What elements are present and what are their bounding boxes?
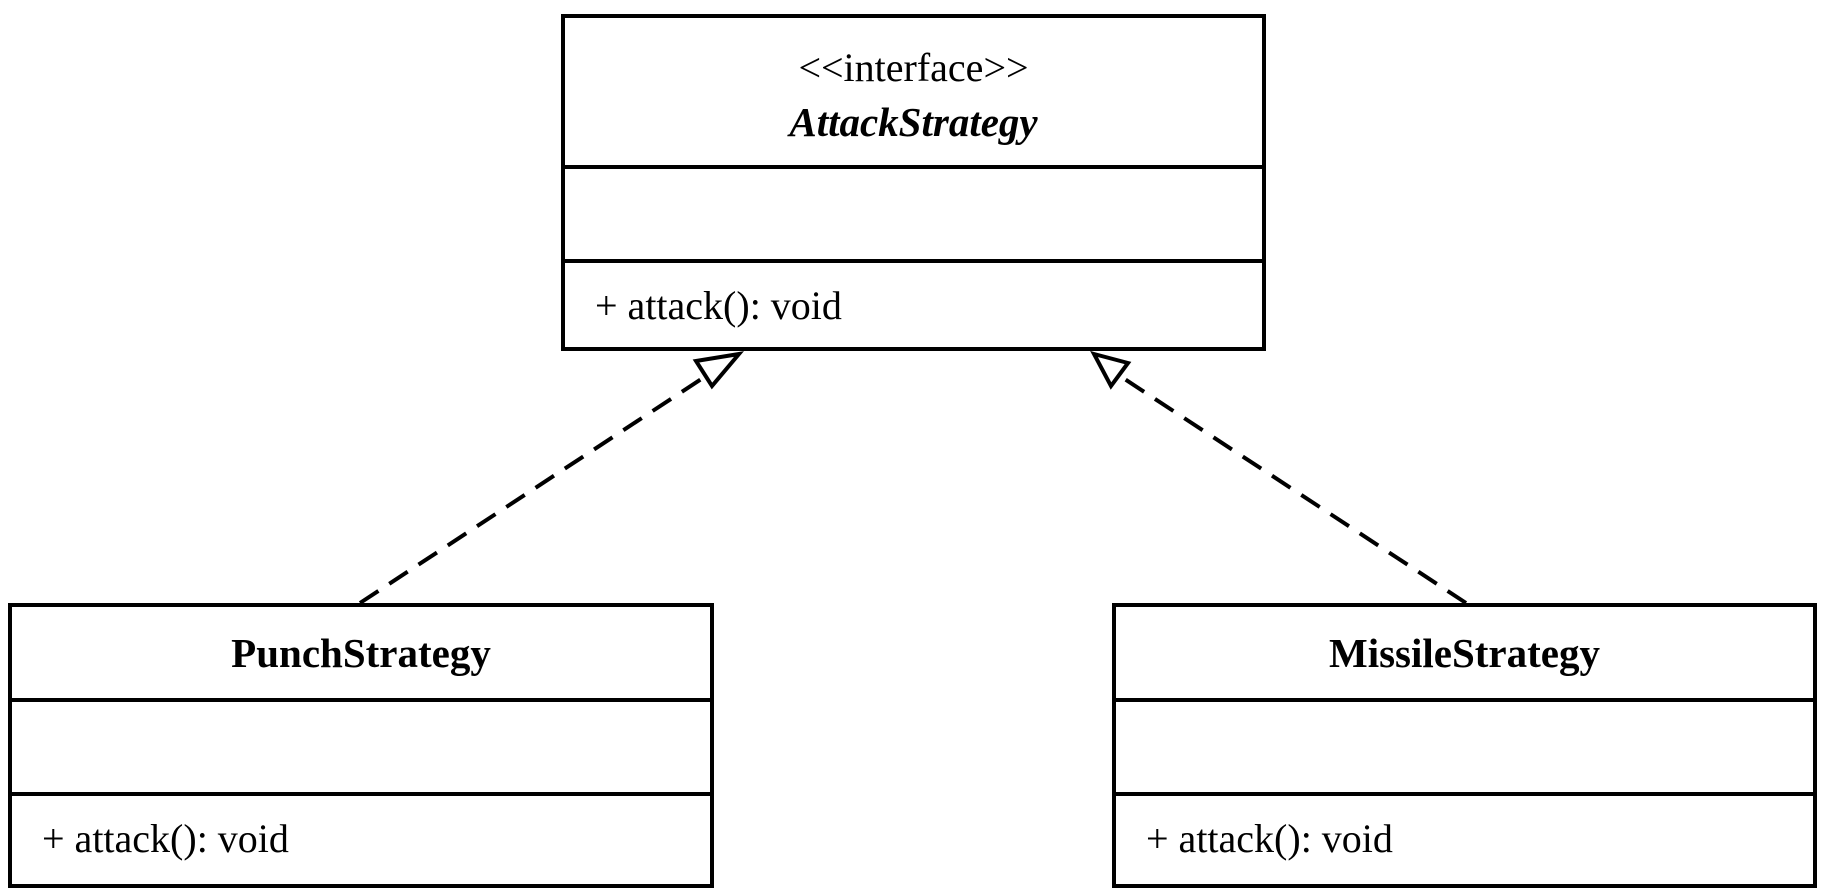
interface-stereotype: <<interface>> [798, 44, 1029, 90]
realization-punch-to-attackstrategy [358, 351, 745, 605]
realization-line-punch [358, 372, 711, 605]
interface-box-attackstrategy: <<interface>> AttackStrategy + attack():… [561, 14, 1266, 351]
class-operation: + attack(): void [42, 815, 289, 861]
class-attributes-compartment [12, 698, 710, 792]
class-name-compartment: PunchStrategy [12, 607, 710, 698]
class-name: PunchStrategy [231, 629, 491, 676]
interface-operations-compartment: + attack(): void [565, 259, 1262, 347]
interface-operation: + attack(): void [595, 282, 842, 328]
class-operations-compartment: + attack(): void [1116, 792, 1813, 880]
class-attributes-compartment [1116, 698, 1813, 792]
class-box-missilestrategy: MissileStrategy + attack(): void [1112, 603, 1817, 888]
interface-name: AttackStrategy [789, 98, 1038, 145]
class-operation: + attack(): void [1146, 815, 1393, 861]
class-name-compartment: MissileStrategy [1116, 607, 1813, 698]
realization-arrowhead-punch [692, 351, 745, 390]
class-operations-compartment: + attack(): void [12, 792, 710, 880]
class-name: MissileStrategy [1329, 629, 1600, 676]
realization-missile-to-attackstrategy [1090, 350, 1468, 605]
interface-name-compartment: <<interface>> AttackStrategy [565, 18, 1262, 165]
interface-attributes-compartment [565, 165, 1262, 259]
class-box-punchstrategy: PunchStrategy + attack(): void [8, 603, 714, 888]
realization-arrowhead-missile [1090, 350, 1132, 390]
realization-line-missile [1115, 372, 1468, 605]
